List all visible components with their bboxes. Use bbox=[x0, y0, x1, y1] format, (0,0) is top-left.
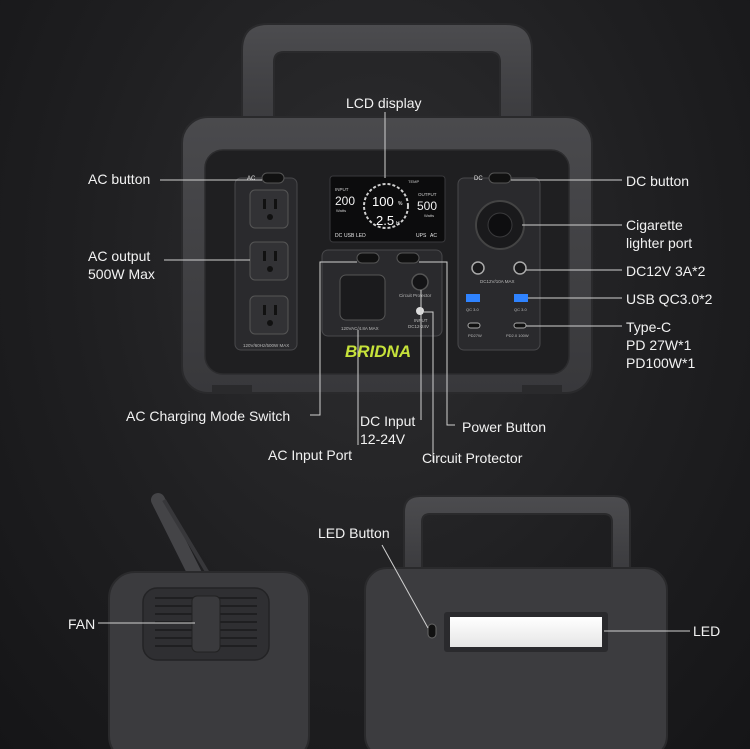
lcd-time-unit: H bbox=[396, 221, 400, 227]
dc-input-shape bbox=[411, 273, 429, 291]
ac-input-port-shape bbox=[339, 274, 386, 321]
typec-label-1-text: PD27W bbox=[468, 333, 482, 338]
callout-circuit-protector: Circuit Protector bbox=[422, 450, 523, 466]
lcd-temp-label: TEMP bbox=[408, 179, 419, 184]
input-rating-text: DC12-24V bbox=[408, 324, 429, 329]
lcd-input-label: INPUT bbox=[335, 187, 349, 192]
type-c-port-2 bbox=[513, 322, 527, 329]
callout-led-button: LED Button bbox=[318, 525, 390, 541]
ac-outlet-2 bbox=[249, 241, 289, 281]
center-panel bbox=[321, 249, 443, 337]
lcd-battery-unit: % bbox=[398, 201, 403, 207]
panel-dc-text: DC bbox=[474, 176, 483, 182]
ac-outlet-1 bbox=[249, 189, 289, 229]
lcd-status-led: LED bbox=[356, 233, 366, 239]
usb-qc-port-2 bbox=[514, 294, 528, 302]
lcd-status-dc: DC bbox=[335, 233, 343, 239]
dc-panel bbox=[457, 172, 541, 351]
lcd-input-unit: Watts bbox=[336, 208, 346, 213]
usb-label-2-text: QC 3.0 bbox=[514, 307, 527, 312]
dc-button-shape bbox=[488, 172, 512, 184]
callout-ac-charging-switch: AC Charging Mode Switch bbox=[126, 408, 291, 424]
callout-dc12v: DC12V 3A*2 bbox=[626, 263, 706, 279]
usb-label-1-text: QC 3.0 bbox=[466, 307, 479, 312]
callout-usb-qc: USB QC3.0*2 bbox=[626, 291, 713, 307]
panel-ac-text: AC bbox=[247, 176, 256, 182]
leader-lines bbox=[98, 112, 690, 632]
dc-rating-text: DC12V/10A MAX bbox=[480, 279, 515, 284]
lcd-screen bbox=[329, 175, 446, 243]
ac-rating-text: 120V/60Hz/500W MAX bbox=[243, 343, 289, 348]
callout-lcd-display: LCD display bbox=[346, 95, 422, 111]
lcd-output-label: OUTPUT bbox=[418, 192, 437, 197]
led-button-shape bbox=[427, 623, 437, 639]
ac-panel bbox=[234, 172, 298, 351]
ac-button-shape bbox=[261, 172, 285, 184]
callout-led: LED bbox=[693, 623, 721, 639]
lcd-input-value: 200 bbox=[335, 194, 355, 208]
back-view bbox=[364, 495, 668, 749]
callout-power-button: Power Button bbox=[462, 419, 547, 435]
usb-qc-port-1 bbox=[466, 294, 480, 302]
power-button-shape bbox=[396, 252, 420, 264]
ac-charging-switch-shape bbox=[356, 252, 380, 264]
lcd-time-value: 2.5 bbox=[376, 213, 394, 228]
callout-fan: FAN bbox=[68, 616, 96, 632]
ac-outlet-3 bbox=[249, 295, 289, 335]
callout-ac-button: AC button bbox=[88, 171, 151, 187]
lcd-output-unit: Watts bbox=[424, 213, 434, 218]
callout-dc-button: DC button bbox=[626, 173, 690, 189]
lcd-battery-value: 100 bbox=[372, 194, 394, 209]
typec-label-2-text: PD2.0 100W bbox=[506, 333, 529, 338]
ac-input-rating-text: 120VAC/4.8A MAX bbox=[341, 326, 379, 331]
led-lamp-shape bbox=[450, 617, 602, 647]
circuit-protector-device-text: Circuit Protector bbox=[399, 293, 432, 298]
dc12v-port-2 bbox=[513, 261, 527, 275]
type-c-port-1 bbox=[467, 322, 481, 329]
brand-logo: BRIDNA bbox=[345, 342, 411, 361]
lcd-status-usb: USB bbox=[344, 233, 355, 239]
callout-ac-input-port: AC Input Port bbox=[268, 447, 353, 463]
side-view bbox=[108, 493, 310, 749]
dc12v-port-1 bbox=[471, 261, 485, 275]
main-handle bbox=[241, 23, 533, 131]
circuit-protector-shape bbox=[416, 307, 424, 315]
input-device-text: INPUT bbox=[414, 318, 428, 323]
lcd-output-value: 500 bbox=[417, 199, 437, 213]
lcd-status-ac: AC bbox=[430, 233, 437, 239]
lcd-status-ups: UPS bbox=[416, 233, 427, 239]
